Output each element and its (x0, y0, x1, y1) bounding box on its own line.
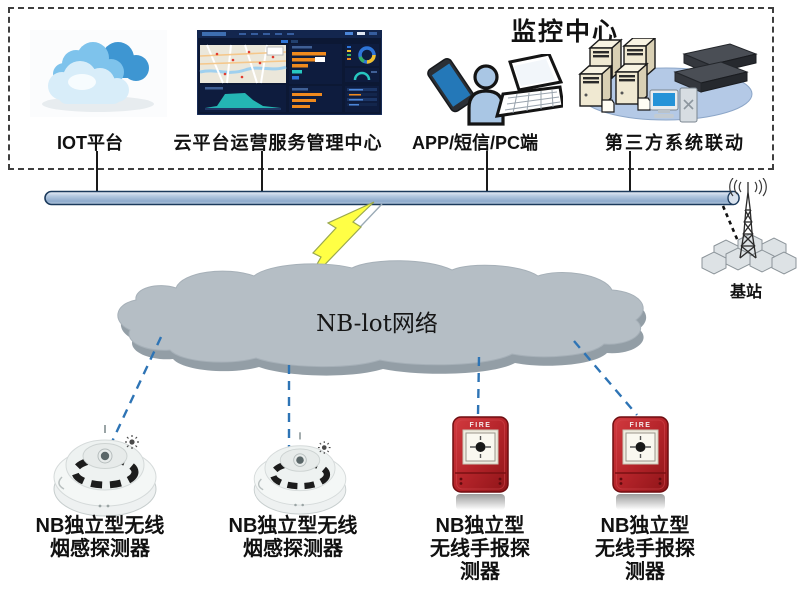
lightning-link (304, 201, 383, 286)
front-cloud (48, 61, 129, 104)
node-label-iot: IOT平台 (57, 133, 123, 153)
radio-tower (739, 182, 757, 259)
dashboard-donut-panel (345, 44, 379, 66)
indicator-led-icon (125, 435, 139, 449)
call-point-1: FIRE (452, 416, 509, 510)
dashboard-table-panel (289, 86, 379, 112)
dashboard-bar-panel (289, 44, 342, 84)
reflection (616, 494, 665, 510)
smoke-detector-2 (253, 432, 347, 515)
dashboard-area-chart (200, 85, 286, 112)
cell-hexagons (701, 233, 797, 275)
screw-dots (459, 477, 502, 485)
smoke-detector-1 (53, 425, 157, 517)
nb-cloud-label: NB-lot网络 (316, 311, 438, 337)
node-label-cloud-mgmt: 云平台运营服务管理中心 (173, 133, 383, 153)
server-cluster-icon (578, 38, 758, 123)
reflection (456, 494, 505, 510)
lightning-icon (305, 201, 375, 285)
base-station-icon (701, 178, 797, 275)
alarm-button (475, 442, 486, 452)
desktop-pc-icon (649, 87, 698, 123)
call-point-2: FIRE (612, 416, 669, 510)
device-label-smoke-2: NB独立型无线 烟感探测器 (228, 515, 358, 560)
dashboard-map (199, 44, 287, 84)
device-label-smoke-1: NB独立型无线 烟感探测器 (35, 515, 165, 560)
device-label-call-2: NB独立型 无线手报探 测器 (595, 515, 695, 583)
node-label-app-sms-pc: APP/短信/PC端 (411, 133, 539, 153)
tower-servers-icon (578, 38, 677, 113)
indicator-led-icon (317, 441, 331, 454)
fire-text: FIRE (470, 422, 492, 429)
dashboard-gauge-panel (345, 68, 379, 82)
smartphone-icon (427, 58, 476, 113)
phone-person-laptop-icon (427, 54, 563, 126)
monitor-center-box (8, 7, 774, 170)
dashed-radio-links (101, 336, 638, 462)
fire-text: FIRE (630, 422, 652, 429)
laptop-icon (494, 54, 563, 118)
alarm-button (635, 442, 646, 452)
base-station-label: 基站 (729, 284, 762, 301)
bus-bar (44, 190, 740, 206)
dashboard-topbar (197, 30, 382, 43)
radio-waves-icon (729, 178, 767, 197)
screw-dots (619, 477, 662, 485)
node-label-third-party: 第三方系统联动 (605, 133, 745, 153)
blue-cloud-icon (30, 30, 167, 117)
switch-boxes-icon (673, 43, 758, 93)
dashboard-screenshot (197, 30, 382, 115)
device-label-call-1: NB独立型 无线手报探 测器 (430, 515, 530, 583)
